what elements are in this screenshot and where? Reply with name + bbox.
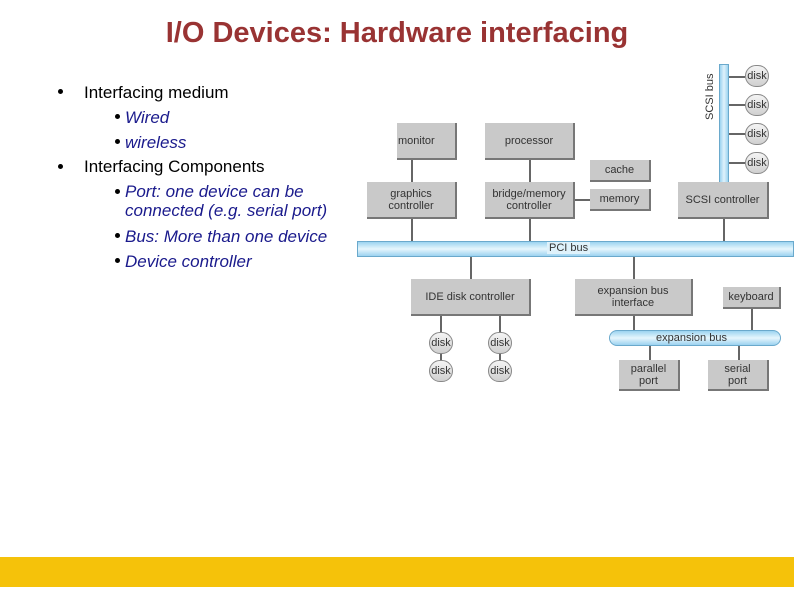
serial-port-box: serial port bbox=[708, 360, 769, 391]
ide-disk-icon: disk bbox=[429, 332, 453, 354]
ide-disk-icon: disk bbox=[488, 332, 512, 354]
bullet-dot bbox=[115, 189, 120, 194]
sub-bullet-port-cont: connected (e.g. serial port) bbox=[125, 201, 328, 220]
expansion-bus bbox=[609, 330, 781, 346]
scsi-bus-label: SCSI bus bbox=[704, 73, 716, 120]
connector-line bbox=[633, 257, 635, 279]
monitor-box: monitor bbox=[397, 123, 457, 160]
expansion-bus-label: expansion bus bbox=[656, 332, 727, 344]
connector-line bbox=[751, 309, 753, 330]
footer-bar bbox=[0, 557, 794, 587]
sub-bullet-wireless: wireless bbox=[125, 133, 187, 152]
keyboard-box: keyboard bbox=[723, 287, 781, 309]
bullet-dot bbox=[115, 114, 120, 119]
ide-disk-icon: disk bbox=[429, 360, 453, 382]
scsi-disk-icon: disk bbox=[745, 123, 769, 145]
connector-line bbox=[529, 219, 531, 243]
scsi-disk-icon: disk bbox=[745, 152, 769, 174]
connector-line bbox=[411, 160, 413, 182]
connector-line bbox=[649, 346, 651, 360]
expansion-bus-interface-box: expansion bus interface bbox=[575, 279, 693, 316]
connector-line bbox=[470, 257, 472, 279]
connector-line bbox=[723, 219, 725, 243]
connector-line bbox=[574, 199, 590, 201]
connector-line bbox=[723, 133, 745, 135]
connector-line bbox=[723, 104, 745, 106]
ide-disk-icon: disk bbox=[488, 360, 512, 382]
bridge-memory-controller-box: bridge/memory controller bbox=[485, 182, 575, 219]
graphics-controller-box: graphics controller bbox=[367, 182, 457, 219]
sub-bullet-wired: Wired bbox=[125, 108, 170, 127]
pci-bus-label: PCI bus bbox=[547, 242, 591, 254]
memory-box: memory bbox=[590, 189, 651, 211]
processor-box: processor bbox=[485, 123, 575, 160]
bullet-dot bbox=[115, 139, 120, 144]
bullet-interfacing-components: Interfacing Components bbox=[84, 157, 265, 176]
bullet-dot bbox=[58, 89, 63, 94]
sub-bullet-bus: Bus: More than one device bbox=[125, 227, 328, 246]
bullet-dot bbox=[115, 258, 120, 263]
connector-line bbox=[633, 316, 635, 330]
connector-line bbox=[738, 346, 740, 360]
bullet-dot bbox=[115, 233, 120, 238]
cache-box: cache bbox=[590, 160, 651, 182]
sub-bullet-port: Port: one device can be bbox=[125, 182, 304, 201]
scsi-disk-icon: disk bbox=[745, 65, 769, 87]
sub-bullet-device-controller: Device controller bbox=[125, 252, 252, 271]
scsi-disk-icon: disk bbox=[745, 94, 769, 116]
ide-disk-controller-box: IDE disk controller bbox=[411, 279, 531, 316]
connector-line bbox=[723, 76, 745, 78]
scsi-controller-box: SCSI controller bbox=[678, 182, 769, 219]
slide-title: I/O Devices: Hardware interfacing bbox=[165, 17, 629, 49]
connector-line bbox=[529, 160, 531, 182]
bullet-dot bbox=[58, 164, 63, 169]
connector-line bbox=[723, 162, 745, 164]
scsi-bus bbox=[719, 64, 729, 194]
bullet-interfacing-medium: Interfacing medium bbox=[84, 83, 229, 102]
connector-line bbox=[411, 219, 413, 243]
parallel-port-box: parallel port bbox=[619, 360, 680, 391]
